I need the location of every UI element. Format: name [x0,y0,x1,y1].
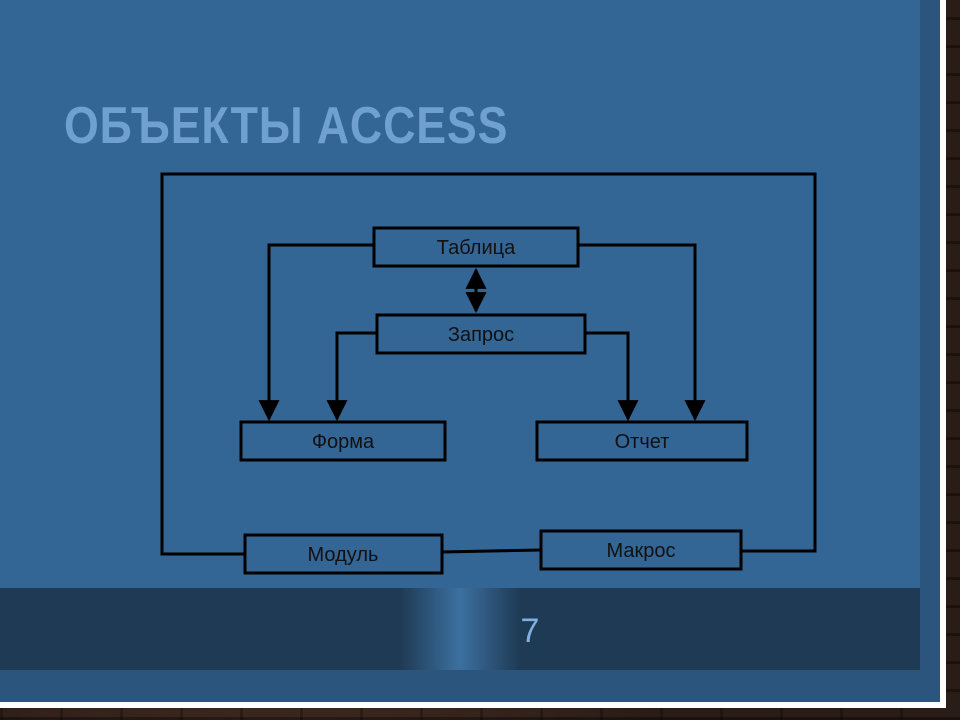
node-form: Форма [239,420,447,462]
table-report-arrow [578,243,706,422]
node-module-label: Модуль [308,544,379,566]
node-report: Отчет [535,420,749,462]
node-query-label: Запрос [448,324,514,346]
page-number: 7 [520,612,540,650]
table-form-arrow [258,243,374,422]
node-form-label: Форма [312,431,375,453]
bottom-strip [0,670,920,702]
node-module: Модуль [243,533,444,575]
footer-highlight [400,588,520,670]
node-query: Запрос [375,313,587,355]
query-report-arrow [585,331,639,422]
node-table-label: Таблица [437,237,516,259]
node-macro: Макрос [539,529,743,571]
slide: ОБЪЕКТЫ ACCESS 7 Таблица Запрос [0,0,940,702]
access-objects-diagram: Таблица Запрос Форма Отчет Модуль Макрос [160,172,817,575]
node-table: Таблица [372,226,580,268]
content-panel [0,0,920,588]
node-report-label: Отчет [615,431,670,453]
query-form-arrow [326,331,377,422]
outer-loop-connector [160,172,817,556]
slide-title: ОБЪЕКТЫ ACCESS [64,97,509,155]
panel-edge [920,0,940,702]
node-macro-label: Макрос [606,540,675,562]
